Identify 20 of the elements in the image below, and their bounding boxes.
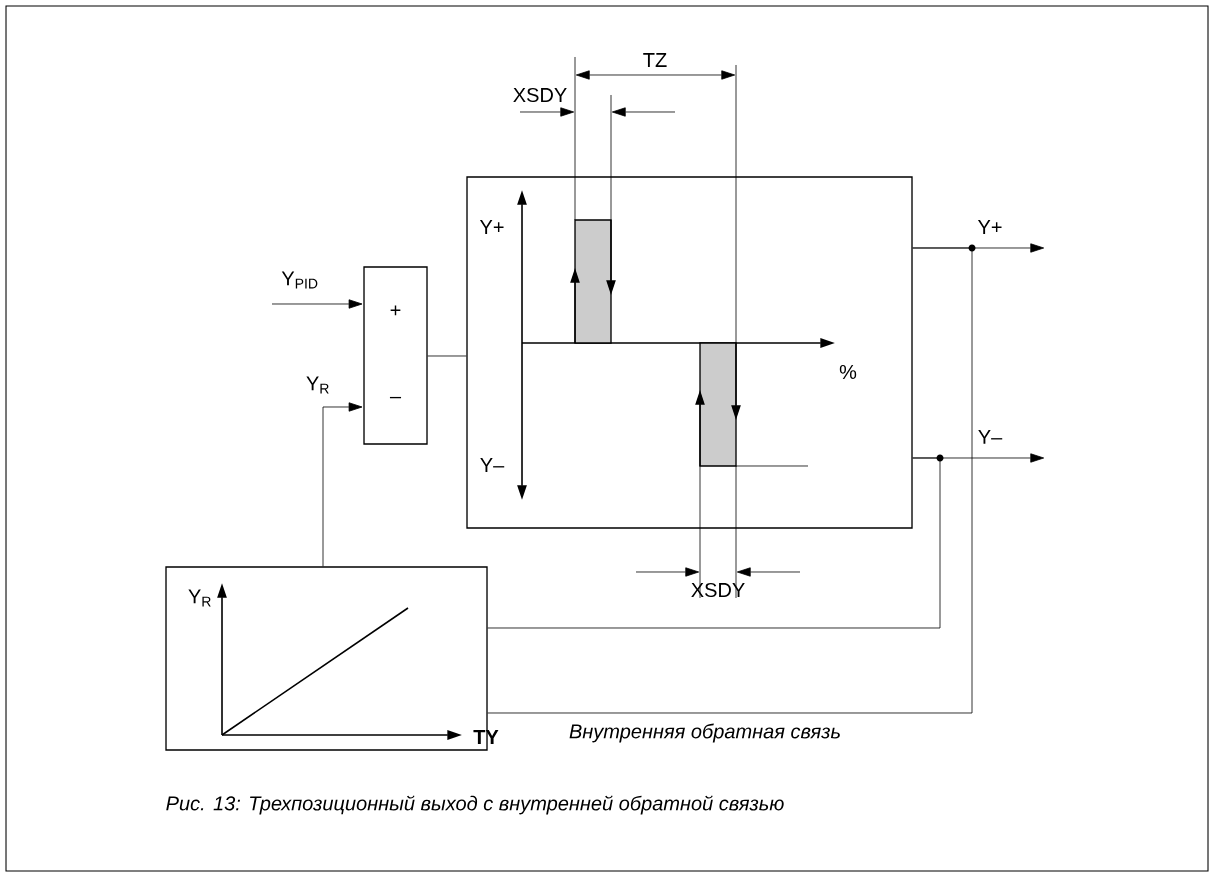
summing-box: + – xyxy=(363,266,428,445)
edge-label: Y+ xyxy=(977,220,1002,234)
label: Внутренняя обратная связь xyxy=(569,723,840,743)
label: XSDY xyxy=(513,87,567,103)
connector xyxy=(271,299,363,309)
label: XSDY xyxy=(691,582,745,598)
label: Y– xyxy=(480,458,505,472)
connector xyxy=(427,355,467,357)
edge-label: Y$_{PID}$ xyxy=(281,271,318,289)
connector xyxy=(487,247,973,714)
block-box xyxy=(466,176,913,529)
connector xyxy=(322,402,363,567)
label: % xyxy=(839,365,857,379)
caption: Рис. 13: Трехпозиционный выход с внутренней обратной связью xyxy=(166,795,784,815)
connector xyxy=(487,457,941,629)
edge-label: Y– xyxy=(978,430,1003,444)
label: Y$_{R}$ xyxy=(188,589,211,607)
label: Y+ xyxy=(479,220,504,234)
label: TZ xyxy=(643,53,667,67)
edge-label: Y$_{R}$ xyxy=(306,376,329,394)
